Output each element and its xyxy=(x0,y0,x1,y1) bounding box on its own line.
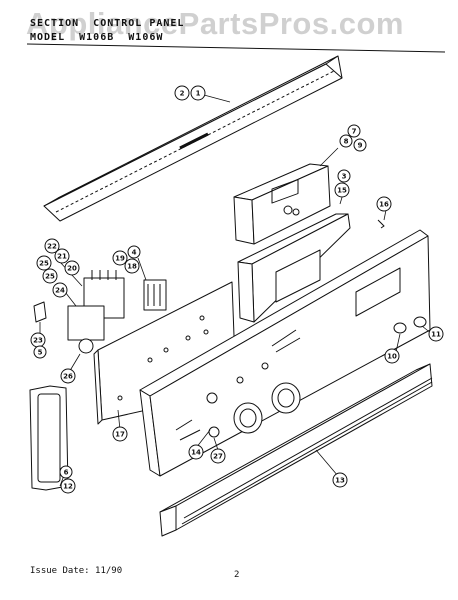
bracket-assembly xyxy=(233,163,331,245)
trim-frame xyxy=(29,385,69,491)
callout-26-label: 26 xyxy=(63,373,73,381)
callout-7-label: 7 xyxy=(352,128,357,136)
small-knob xyxy=(208,426,220,438)
callout-18-label: 18 xyxy=(127,263,137,271)
callout-4 xyxy=(127,245,141,259)
callout-9 xyxy=(353,138,367,152)
indicator-light-11 xyxy=(413,316,427,328)
callout-25-b xyxy=(42,268,58,284)
callout-22-label: 22 xyxy=(47,243,57,251)
knob-right xyxy=(271,382,301,414)
callout-14 xyxy=(188,444,204,460)
callout-1 xyxy=(190,85,206,101)
callout-24 xyxy=(52,282,68,298)
switch-assembly xyxy=(67,270,125,354)
callout-10 xyxy=(384,348,400,364)
callout-19-label: 19 xyxy=(115,255,125,263)
callout-25-a-label: 25 xyxy=(39,260,49,268)
callout-7 xyxy=(347,124,361,138)
callout-3-label: 3 xyxy=(342,173,347,181)
callout-8 xyxy=(339,134,353,148)
callout-6 xyxy=(59,465,73,479)
callout-11 xyxy=(428,326,444,342)
control-panel xyxy=(139,229,431,477)
callout-8-label: 8 xyxy=(344,138,349,146)
callout-18 xyxy=(124,258,140,274)
knob-left xyxy=(233,402,263,434)
callout-2 xyxy=(174,85,190,101)
callout-22 xyxy=(44,238,60,254)
bottom-rail xyxy=(159,363,433,537)
callout-21-label: 21 xyxy=(57,253,67,261)
callout-15 xyxy=(334,182,350,198)
callout-2-label: 2 xyxy=(180,90,185,98)
callout-21 xyxy=(54,248,70,264)
callout-23-label: 23 xyxy=(33,337,43,345)
callout-12-label: 12 xyxy=(63,483,73,491)
callout-15-label: 15 xyxy=(337,187,347,195)
callout-4-label: 4 xyxy=(132,249,137,257)
callout-16 xyxy=(376,196,392,212)
callout-24-label: 24 xyxy=(55,287,65,295)
section-title: SECTION CONTROL PANEL xyxy=(30,18,185,29)
callout-3 xyxy=(337,169,351,183)
callout-17-label: 17 xyxy=(115,431,125,439)
page-number: 2 xyxy=(234,570,240,580)
callout-10-label: 10 xyxy=(387,353,397,361)
callout-26 xyxy=(60,368,76,384)
callout-20 xyxy=(64,260,80,276)
issue-date: Issue Date: 11/90 xyxy=(30,566,123,576)
callout-5 xyxy=(33,345,47,359)
watermark: AppliancePartsPros.com xyxy=(26,6,404,41)
top-rail xyxy=(43,55,343,222)
callout-11-label: 11 xyxy=(431,331,441,339)
model-line: MODEL W106B W106W xyxy=(30,32,164,43)
callout-17 xyxy=(112,426,128,442)
terminal-part xyxy=(33,301,47,323)
callout-9-label: 9 xyxy=(358,142,363,150)
callout-14-label: 14 xyxy=(191,449,201,457)
back-panel xyxy=(237,213,351,323)
callout-20-label: 20 xyxy=(67,265,77,273)
callout-27-label: 27 xyxy=(213,453,223,461)
callout-12 xyxy=(60,478,76,494)
callout-13 xyxy=(332,472,348,488)
callout-16-label: 16 xyxy=(379,201,389,209)
header-rule xyxy=(26,43,446,53)
clip-part xyxy=(377,219,385,229)
callout-6-label: 6 xyxy=(64,469,69,477)
callout-5-label: 5 xyxy=(38,349,43,357)
callout-25-b-label: 25 xyxy=(45,273,55,281)
callout-25-a xyxy=(36,255,52,271)
callout-13-label: 13 xyxy=(335,477,345,485)
relay-switch xyxy=(143,279,167,311)
indicator-light-10 xyxy=(393,322,407,334)
callout-27 xyxy=(210,448,226,464)
callout-1-label: 1 xyxy=(196,90,201,98)
callout-19 xyxy=(112,250,128,266)
